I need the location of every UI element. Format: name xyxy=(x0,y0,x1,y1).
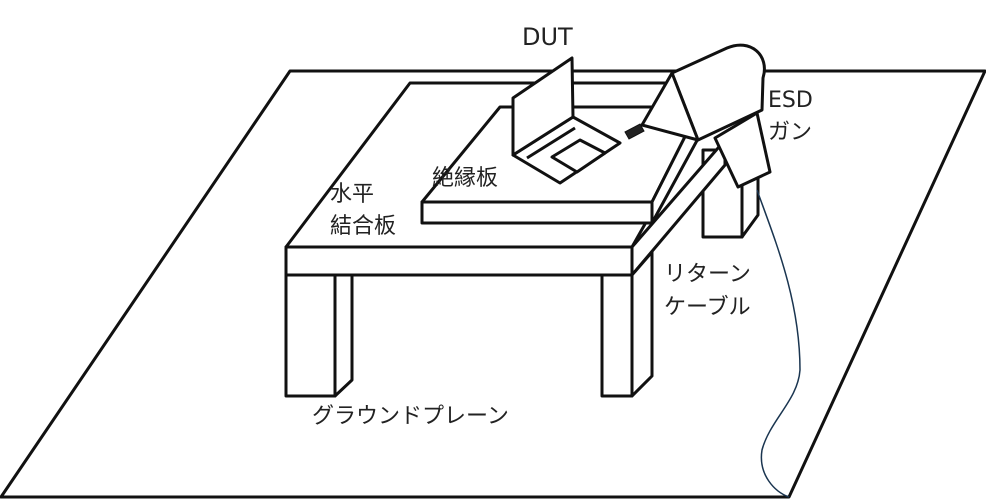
label-dut: DUT xyxy=(522,23,573,51)
label-coupling-plane-line2: 結合板 xyxy=(330,214,397,239)
label-insulation-board: 絶縁板 xyxy=(432,166,499,191)
label-return-cable-line2: ケーブル xyxy=(664,295,751,320)
table-leg-front-right xyxy=(600,250,654,398)
label-ground-plane: グラウンドプレーン xyxy=(312,404,509,429)
label-coupling-plane-line1: 水平 xyxy=(330,182,375,207)
table-leg-front-left xyxy=(284,273,354,398)
label-esd-gun-line1: ESD xyxy=(768,88,813,113)
return-cable xyxy=(756,189,801,498)
esd-gun-tip xyxy=(624,123,645,140)
dut-laptop xyxy=(511,56,622,185)
label-return-cable-line1: リターン xyxy=(664,262,751,287)
label-esd-gun-line2: ガン xyxy=(768,120,813,145)
esd-gun xyxy=(624,43,772,189)
